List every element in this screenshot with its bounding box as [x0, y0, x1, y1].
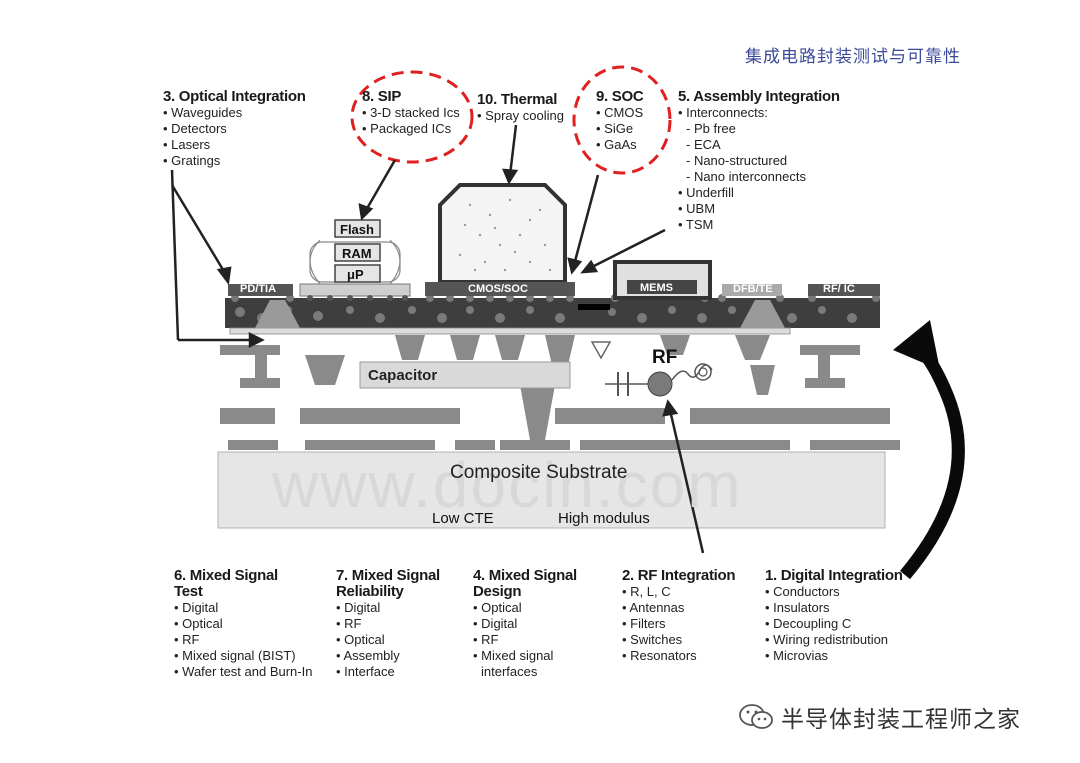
list-item: - Nano interconnects [686, 169, 806, 184]
list-item: • Detectors [163, 121, 227, 136]
list-item: • Interconnects: [678, 105, 768, 120]
list-item: • Antennas [622, 600, 685, 615]
list-item: • Packaged ICs [362, 121, 452, 136]
rf-label: RF [652, 347, 678, 368]
callout-title: 8. SIP [362, 88, 402, 105]
low-cte-label: Low CTE [432, 510, 494, 527]
list-item: - Pb free [686, 121, 736, 136]
list-item: • Gratings [163, 153, 221, 168]
callout-optical-integration: 3. Optical Integration • Waveguides • De… [163, 89, 306, 169]
list-item: • Digital [473, 616, 518, 631]
list-item: • Insulators [765, 600, 830, 615]
callout-mixed-signal-test: 6. Mixed Signal Test • Digital • Optical… [174, 568, 312, 680]
brand-bottom-block: 半导体封装工程师之家 [737, 700, 1021, 734]
list-item: • Underfill [678, 185, 734, 200]
list-item: • Assembly [336, 648, 400, 663]
callout-assembly-integration: 5. Assembly Integration • Interconnects:… [678, 89, 840, 233]
list-item: • Mixed signal (BIST) [174, 648, 296, 663]
brand-bottom: 半导体封装工程师之家 [781, 707, 1021, 733]
callout-mixed-signal-reliability: 7. Mixed Signal Reliability • Digital • … [336, 568, 440, 680]
callout-title: 6. Mixed Signal Test [174, 567, 278, 600]
list-item: • Optical [473, 600, 522, 615]
rf-ic-label: RF/ IC [823, 283, 855, 295]
list-item: • RF [473, 632, 499, 647]
list-item: • Interface [336, 664, 395, 679]
interconnect-layers [220, 335, 900, 450]
list-item: • Wiring redistribution [765, 632, 889, 647]
callout-title: 2. RF Integration [622, 567, 736, 584]
list-item: • Decoupling C [765, 616, 852, 631]
dfb-te-label: DFB/TE [733, 283, 773, 295]
list-item: • Optical [174, 616, 223, 631]
list-item: • TSM [678, 217, 714, 232]
callout-mixed-signal-design: 4. Mixed Signal Design • Optical • Digit… [473, 568, 577, 680]
callout-thermal: 10. Thermal • Spray cooling [477, 92, 564, 124]
list-item: • 3-D stacked Ics [362, 105, 460, 120]
list-item: • UBM [678, 201, 716, 216]
callout-title: 4. Mixed Signal Design [473, 567, 577, 600]
list-item: • Switches [622, 632, 683, 647]
callout-soc: 9. SOC • CMOS • SiGe • GaAs [596, 88, 644, 153]
ram-label: RAM [342, 246, 372, 261]
callout-title: 5. Assembly Integration [678, 88, 840, 105]
list-item: • Waveguides [163, 105, 243, 120]
list-item: • Mixed signal [473, 648, 554, 663]
list-item: • Optical [336, 632, 385, 647]
callout-digital-integration: 1. Digital Integration • Conductors • In… [765, 568, 903, 664]
substrate-label: Composite Substrate [450, 462, 628, 483]
list-item: - Nano-structured [686, 153, 788, 168]
list-item: • Wafer test and Burn-In [174, 664, 313, 679]
brand-top: 集成电路封装测试与可靠性 [745, 47, 961, 67]
list-item: • Microvias [765, 648, 829, 663]
callout-title: 7. Mixed Signal Reliability [336, 567, 440, 600]
list-item: • CMOS [596, 105, 644, 120]
list-item: • Lasers [163, 137, 211, 152]
flash-label: Flash [340, 222, 374, 237]
list-item: • Digital [174, 600, 219, 615]
watermark: www.docin.com [272, 449, 743, 521]
high-modulus-label: High modulus [558, 510, 650, 527]
list-item: • GaAs [596, 137, 637, 152]
wechat-icon [739, 704, 773, 729]
list-item: - ECA [686, 137, 721, 152]
cmos-soc-label: CMOS/SOC [468, 283, 528, 295]
list-item: • Digital [336, 600, 381, 615]
callout-title: 10. Thermal [477, 91, 558, 108]
list-item: • Conductors [765, 584, 840, 599]
microprocessor-label: μP [347, 267, 364, 282]
list-item: • RF [336, 616, 362, 631]
list-item: • Resonators [622, 648, 697, 663]
pd-tia-label: PD/TIA [240, 283, 277, 295]
callout-sip: 8. SIP • 3-D stacked Ics • Packaged ICs [362, 89, 460, 137]
mems-label: MEMS [640, 282, 673, 294]
capacitor-label: Capacitor [368, 367, 438, 384]
callout-title: 3. Optical Integration [163, 88, 306, 105]
list-item: • SiGe [596, 121, 634, 136]
list-item: • Filters [622, 616, 666, 631]
callout-title: 1. Digital Integration [765, 567, 903, 584]
list-item: • Spray cooling [477, 108, 564, 123]
list-item: • R, L, C [622, 584, 671, 599]
list-item: interfaces [481, 664, 538, 679]
list-item: • RF [174, 632, 200, 647]
callout-rf-integration: 2. RF Integration • R, L, C • Antennas •… [622, 567, 736, 664]
callout-title: 9. SOC [596, 88, 644, 105]
